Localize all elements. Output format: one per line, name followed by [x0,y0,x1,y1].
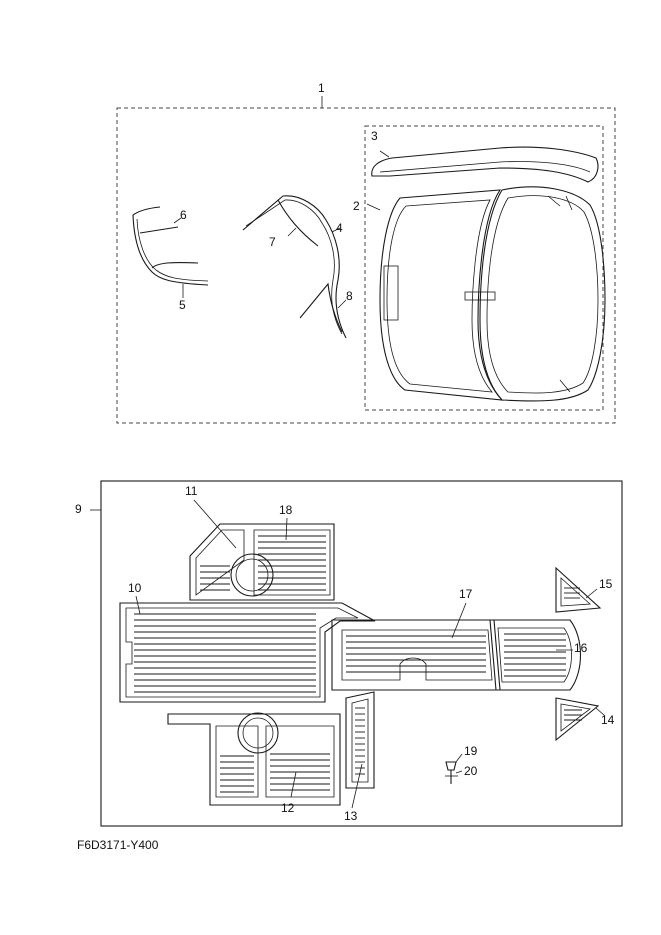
callout-4: 4 [336,221,343,235]
callout-11: 11 [185,484,198,498]
mat-13 [345,691,375,789]
lower-leader-lines [135,499,606,809]
callout-19: 19 [464,744,478,758]
callout-13: 13 [344,809,358,823]
callout-5: 5 [179,298,186,312]
assembly-2-dashed-box [364,125,604,411]
mat-15 [555,566,602,613]
callout-16: 16 [574,641,588,655]
mat-set-9-box [100,480,623,827]
mat-12 [167,712,341,806]
callout-2: 2 [353,199,360,213]
callout-10: 10 [128,581,142,595]
drawing-code: F6D3171-Y400 [77,838,159,852]
mat-10 [119,602,376,703]
mat-16 [489,619,581,691]
callout-20: 20 [464,764,478,778]
mat-set-9-group [90,480,623,827]
callout-labels: 1 2 3 4 5 6 7 8 9 10 11 12 13 14 15 16 1… [75,81,615,823]
callout-1: 1 [318,81,325,95]
callout-15: 15 [599,577,613,591]
callout-9: 9 [75,502,82,516]
callout-14: 14 [601,713,615,727]
mat-14 [555,697,600,742]
part-4-7-8-rail [242,195,347,339]
fastener-19-20 [445,761,458,784]
mat-11-18 [189,523,335,601]
part-2-frame [366,186,606,402]
callout-17: 17 [459,587,473,601]
assembly-1-dashed-box [116,107,616,424]
mat-17 [331,619,501,691]
callout-18: 18 [279,503,293,517]
part-5-6-rail [132,206,209,298]
callout-12: 12 [281,801,295,815]
part-3-curved-rail [371,146,599,183]
assembly-1-group [116,96,616,424]
callout-8: 8 [346,289,353,303]
callout-3: 3 [371,129,378,143]
callout-6: 6 [180,208,187,222]
callout-7: 7 [269,235,276,249]
